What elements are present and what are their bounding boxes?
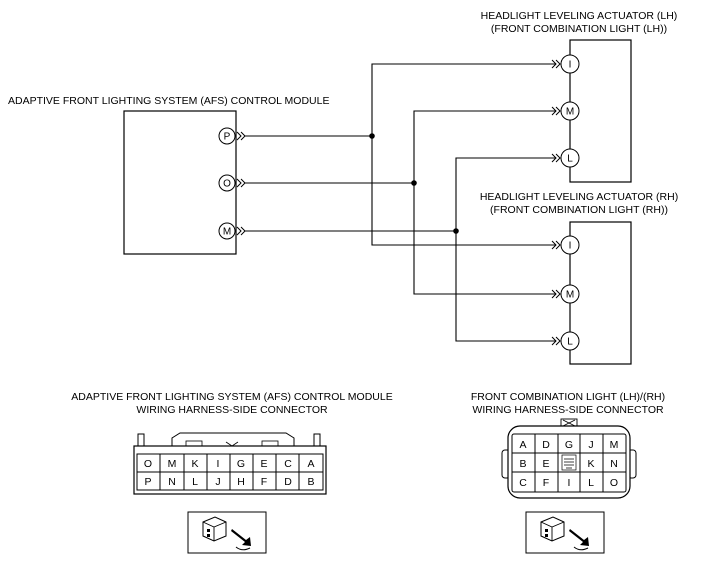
splice-m: [453, 228, 459, 234]
afs-conn-cell: N: [168, 476, 176, 488]
afs-module-title: ADAPTIVE FRONT LIGHTING SYSTEM (AFS) CON…: [8, 95, 329, 107]
afs-connector-title-line1: ADAPTIVE FRONT LIGHTING SYSTEM (AFS) CON…: [71, 391, 392, 403]
afs-connector-chevrons: [236, 131, 246, 236]
lh-pin-i: I: [560, 54, 580, 74]
lh-pin-l: L: [560, 148, 580, 168]
afs-conn-cell: B: [307, 476, 314, 488]
fcl-conn-cell: O: [610, 477, 618, 489]
actuator-lh-title-line2: (FRONT COMBINATION LIGHT (LH)): [491, 23, 667, 35]
rh-pin-l: L: [560, 331, 580, 351]
fcl-conn-cell: M: [610, 439, 619, 451]
fcl-connector-title-line2: WIRING HARNESS-SIDE CONNECTOR: [472, 404, 664, 416]
lh-pin-m-label: M: [566, 107, 574, 118]
rh-pin-m: M: [560, 284, 580, 304]
afs-pin-o-label: O: [223, 179, 231, 190]
wire-o-to-rh-m: [413, 183, 556, 295]
afs-pin-p: P: [218, 127, 236, 145]
afs-harness-connector: O M K I G E C A P N L J H F D B: [133, 432, 327, 495]
afs-conn-cell: D: [284, 476, 292, 488]
afs-conn-cell: C: [284, 458, 292, 470]
actuator-lh-box: [569, 39, 632, 183]
lh-pin-l-label: L: [567, 154, 573, 165]
splice-p: [369, 133, 375, 139]
afs-conn-cell: J: [215, 476, 220, 488]
fcl-conn-cell: E: [542, 458, 549, 470]
wire-p-to-rh-i: [371, 136, 556, 246]
afs-pin-m: M: [218, 222, 236, 240]
fcl-conn-cell: D: [542, 439, 550, 451]
fcl-harness-connector: A D G J M B E K N C F I L O: [501, 418, 637, 499]
afs-conn-cell: H: [237, 476, 245, 488]
afs-conn-cell: L: [192, 476, 198, 488]
afs-pin-o: O: [218, 174, 236, 192]
afs-pin-m-label: M: [223, 227, 231, 238]
rh-pin-i: I: [560, 235, 580, 255]
afs-conn-cell: F: [261, 476, 267, 488]
afs-conn-cell: O: [144, 458, 152, 470]
fcl-conn-cell: N: [610, 458, 618, 470]
fcl-conn-cell: J: [588, 439, 593, 451]
afs-conn-cell: A: [307, 458, 314, 470]
afs-control-module-box: [123, 110, 237, 255]
rh-pin-l-label: L: [567, 337, 573, 348]
fcl-conn-cell: A: [519, 439, 526, 451]
fcl-conn-cell: K: [587, 458, 594, 470]
connector-view-icon: [525, 511, 605, 554]
connector-view-icon: [187, 511, 267, 554]
wire-o-to-lh-m: [245, 110, 556, 184]
afs-conn-cell: I: [217, 458, 220, 470]
splice-o: [411, 180, 417, 186]
wire-m-to-lh-l: [245, 157, 556, 232]
afs-pin-p-label: P: [224, 132, 231, 143]
rh-pin-i-label: I: [569, 241, 572, 252]
actuator-rh-title-line2: (FRONT COMBINATION LIGHT (RH)): [490, 204, 668, 216]
fcl-conn-cell: C: [519, 477, 527, 489]
fcl-conn-cell: G: [565, 439, 573, 451]
fcl-conn-cell: I: [568, 477, 571, 489]
actuator-rh-title-line1: HEADLIGHT LEVELING ACTUATOR (RH): [480, 191, 678, 203]
lh-pin-i-label: I: [569, 60, 572, 71]
fcl-conn-cell: L: [588, 477, 594, 489]
rh-pin-m-label: M: [566, 290, 574, 301]
wire-m-to-rh-l: [455, 231, 556, 342]
afs-conn-cell: K: [191, 458, 198, 470]
fcl-conn-cell: B: [519, 458, 526, 470]
afs-conn-cell: P: [144, 476, 151, 488]
actuator-rh-box: [569, 221, 632, 365]
afs-conn-cell: E: [260, 458, 267, 470]
wire-p-to-lh-i: [245, 63, 556, 137]
actuator-lh-title-line1: HEADLIGHT LEVELING ACTUATOR (LH): [481, 10, 678, 22]
actuator-connector-chevrons: [551, 59, 561, 346]
afs-connector-title-line2: WIRING HARNESS-SIDE CONNECTOR: [136, 404, 328, 416]
fcl-connector-title-line1: FRONT COMBINATION LIGHT (LH)/(RH): [471, 391, 665, 403]
afs-conn-cell: G: [237, 458, 245, 470]
fcl-conn-cell: F: [543, 477, 549, 489]
lh-pin-m: M: [560, 101, 580, 121]
afs-conn-cell: M: [168, 458, 177, 470]
